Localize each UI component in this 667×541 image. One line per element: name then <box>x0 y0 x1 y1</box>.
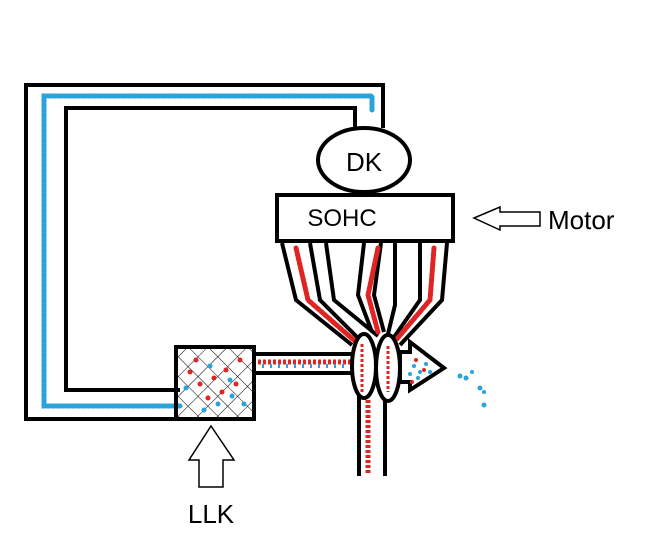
sohc-component: SOHC <box>275 193 455 243</box>
return-pipe <box>24 83 385 421</box>
sohc-label: SOHC <box>307 205 376 232</box>
coolant-flow-blue <box>41 93 375 409</box>
llk-arrow-icon <box>187 424 236 488</box>
llk-label: LLK <box>188 499 235 529</box>
exhaust-manifold-pipes <box>280 242 449 347</box>
recirculation-pipe <box>254 352 362 375</box>
spray-droplets <box>457 370 487 408</box>
valve-left <box>350 332 378 400</box>
dk-component: DK <box>316 126 412 194</box>
llk-component <box>174 345 256 421</box>
downpipe <box>357 395 387 476</box>
valve-right <box>374 333 402 403</box>
intake-nozzle-icon <box>398 337 448 394</box>
motor-arrow-icon <box>472 205 541 232</box>
dk-label: DK <box>346 147 383 177</box>
motor-label: Motor <box>548 205 615 235</box>
exhaust-flow-red <box>293 245 437 345</box>
